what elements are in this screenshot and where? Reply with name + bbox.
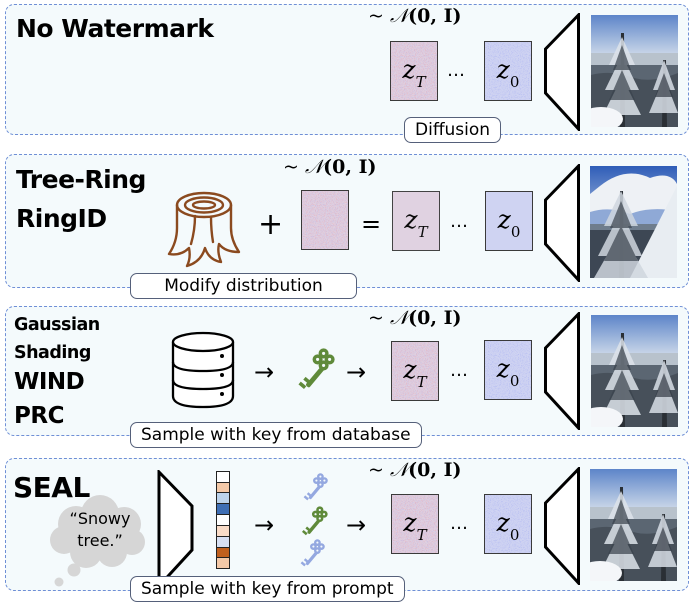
normal-symbol: 𝒩 [389,5,409,27]
equals-sign: = [361,210,382,238]
latent-zT: zT [390,41,438,101]
caption-modify-distribution: Modify distribution [130,273,357,299]
latent-z0: z0 [485,191,533,251]
latent-zT: zT [391,494,439,554]
ellipsis: … [450,513,469,534]
prompt-thought-bubble [50,495,145,587]
arrow-right: → [254,511,275,539]
key-icon-selected [296,503,330,539]
arrow-right: → [346,358,367,386]
latent-z0-label: z0 [497,204,521,241]
method-title: No Watermark [16,14,214,43]
latent-zT: zT [392,191,440,251]
output-image-snowy-tree [590,166,677,278]
decoder-trapezoid-icon [544,164,580,282]
gaussian-distribution-label: ~ 𝒩(0, I) [368,307,462,329]
arrow-right: → [254,358,275,386]
caption-sample-key-database: Sample with key from database [130,422,422,448]
output-image-snowy-tree [591,315,678,427]
gaussian-noise-patch [301,190,349,250]
prompt-text: “Snowy tree.” [62,508,138,552]
latent-z0-label: z0 [496,54,520,91]
output-image-snowy-tree [590,469,677,581]
latent-zT-label: zT [403,354,427,391]
gaussian-distribution-label: ~ 𝒩(0, I) [368,5,462,27]
tilde: ~ [368,5,390,27]
latent-zT-label: zT [402,54,426,91]
method-title: Tree-Ring [16,165,146,194]
distribution-args: (0, I) [408,5,462,27]
method-title: WIND [14,369,85,395]
arrow-right: → [346,511,367,539]
decoder-trapezoid-icon [544,312,580,430]
gaussian-distribution-label: ~ 𝒩(0, I) [283,156,377,178]
key-icon [290,343,338,395]
latent-z0: z0 [484,41,532,101]
gaussian-distribution-label: ~ 𝒩(0, I) [368,459,462,481]
latent-z0-label: z0 [496,353,520,390]
ellipsis: … [450,360,469,381]
method-title: SEAL [13,471,90,504]
method-title: RingID [16,204,107,233]
key-icon-candidate [295,536,327,570]
panel-no-watermark: No Watermark [5,4,689,135]
method-title: PRC [14,403,64,429]
ellipsis: … [447,60,466,81]
method-title: Gaussian [14,315,100,335]
latent-z0-label: z0 [496,507,520,544]
latent-z0: z0 [484,340,532,400]
ellipsis: … [450,211,469,232]
plus-sign: + [258,207,284,242]
database-icon [171,331,235,409]
prompt-line: tree.” [77,531,123,550]
latent-zT: zT [391,341,439,401]
output-image-snowy-tree [591,15,678,127]
caption-diffusion: Diffusion [404,117,502,143]
prompt-line: “Snowy [69,509,131,528]
embedding-cell [216,557,230,570]
method-title: Shading [14,343,91,363]
latent-zT-label: zT [404,204,428,241]
encoder-trapezoid-icon [157,470,194,588]
prompt-embedding-vector [216,470,230,570]
caption-sample-key-prompt: Sample with key from prompt [130,576,405,602]
decoder-trapezoid-icon [544,13,580,131]
tree-stump-icon [167,191,241,268]
latent-zT-label: zT [403,507,427,544]
latent-z0: z0 [484,494,532,554]
key-icon-candidate [298,470,330,504]
decoder-trapezoid-icon [544,467,580,585]
